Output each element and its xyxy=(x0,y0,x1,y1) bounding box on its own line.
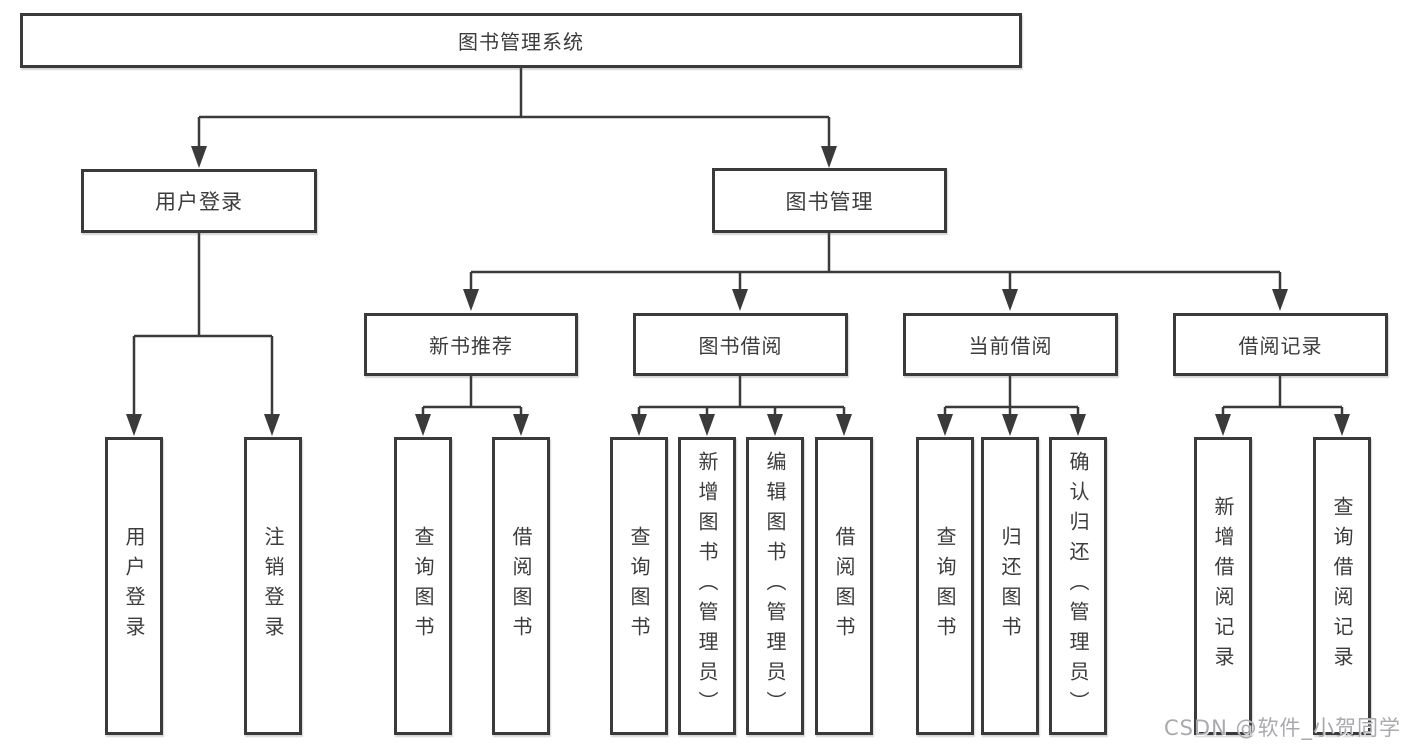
leaf-current-confirm-return-admin: 确认归还（管理员） xyxy=(1049,437,1107,735)
leaf-borrow-edit-book-admin: 编辑图书（管理员） xyxy=(746,437,804,735)
leaf-records-query-record: 查询借阅记录 xyxy=(1313,437,1371,735)
node-book-management: 图书管理 xyxy=(712,168,947,233)
connector-bookmgmt-to-level3 xyxy=(469,233,1282,291)
leaf-newrec-borrow-books: 借阅图书 xyxy=(492,437,550,735)
node-user-login: 用户登录 xyxy=(81,169,317,233)
leaf-logout: 注销登录 xyxy=(244,437,302,735)
node-current-borrow: 当前借阅 xyxy=(903,313,1118,376)
connector-records-to-leaves xyxy=(1221,376,1344,416)
connector-newrec-to-leaves xyxy=(421,376,523,416)
node-borrow-records: 借阅记录 xyxy=(1173,313,1388,376)
connector-userlogin-to-leaves xyxy=(132,233,274,416)
connector-root-to-level2 xyxy=(197,68,831,148)
leaf-borrow-borrow-books: 借阅图书 xyxy=(815,437,873,735)
leaf-borrow-query-books: 查询图书 xyxy=(610,437,668,735)
leaf-records-add-record: 新增借阅记录 xyxy=(1194,437,1252,735)
watermark-text: CSDN @软件_小贺同学 xyxy=(1163,716,1401,740)
connector-current-to-leaves xyxy=(943,376,1080,416)
leaf-borrow-add-book-admin: 新增图书（管理员） xyxy=(678,437,736,735)
leaf-current-return-books: 归还图书 xyxy=(981,437,1039,735)
node-new-book-recommend: 新书推荐 xyxy=(364,313,578,376)
connector-borrow-to-leaves xyxy=(637,376,846,416)
node-book-borrow: 图书借阅 xyxy=(633,313,848,376)
leaf-newrec-query-books: 查询图书 xyxy=(394,437,452,735)
leaf-current-query-books: 查询图书 xyxy=(916,437,974,735)
node-root: 图书管理系统 xyxy=(20,13,1022,68)
leaf-user-login: 用户登录 xyxy=(105,437,163,735)
